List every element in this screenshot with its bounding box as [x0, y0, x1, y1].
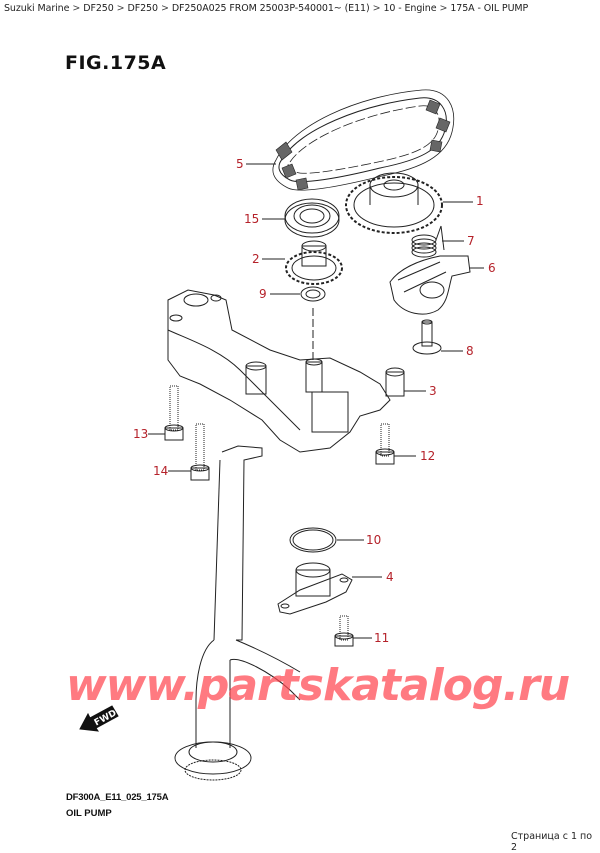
- callout-4[interactable]: 4: [386, 570, 394, 584]
- callout-2[interactable]: 2: [252, 252, 260, 266]
- breadcrumb-item-oil-pump: 175A - OIL PUMP: [450, 3, 529, 14]
- breadcrumb-separator: >: [372, 3, 381, 14]
- pump-body-drawing: [167, 289, 405, 453]
- figure-code: DF300A_E11_025_175A: [66, 792, 169, 803]
- strainer-pipe-drawing: [174, 445, 301, 781]
- watermark: www.partskatalog.ru: [66, 660, 570, 711]
- callout-5[interactable]: 5: [236, 157, 244, 171]
- callout-1[interactable]: 1: [476, 194, 484, 208]
- callout-3[interactable]: 3: [429, 384, 437, 398]
- breadcrumb-item-df250[interactable]: DF250: [83, 3, 114, 14]
- bearing-drawing: [284, 198, 340, 238]
- breadcrumb-separator: >: [439, 3, 448, 14]
- callout-6[interactable]: 6: [488, 261, 496, 275]
- breadcrumb-item-engine[interactable]: 10 - Engine: [383, 3, 437, 14]
- breadcrumb: Suzuki Marine>DF250>DF250>DF250A025 FROM…: [4, 3, 528, 14]
- callout-13[interactable]: 13: [133, 427, 149, 441]
- breadcrumb-separator: >: [72, 3, 81, 14]
- callout-14[interactable]: 14: [153, 464, 169, 478]
- callout-11[interactable]: 11: [374, 631, 390, 645]
- callout-9[interactable]: 9: [259, 287, 267, 301]
- bolt-14-drawing: [190, 423, 210, 481]
- spring-drawing: [411, 225, 445, 258]
- breadcrumb-separator: >: [160, 3, 169, 14]
- breadcrumb-item-suzuki-marine[interactable]: Suzuki Marine: [4, 3, 70, 14]
- sprocket-drawing: [345, 172, 443, 234]
- drive-gear-drawing: [285, 240, 343, 285]
- bolt-12-drawing: [375, 423, 395, 465]
- fwd-arrow-icon: FWD: [78, 702, 120, 736]
- callout-8[interactable]: 8: [466, 344, 474, 358]
- callout-10[interactable]: 10: [366, 533, 382, 547]
- bolt-11-drawing: [334, 615, 354, 647]
- callout-7[interactable]: 7: [467, 234, 475, 248]
- breadcrumb-item-serial-range[interactable]: DF250A025 FROM 25003P-540001~ (E11): [171, 3, 370, 14]
- bolt-8-drawing: [412, 319, 442, 355]
- flange-drawing: [277, 562, 353, 615]
- breadcrumb-item-df250-model[interactable]: DF250: [127, 3, 159, 14]
- page-indicator: Страница с 1 по 2: [511, 831, 593, 853]
- chain-drawing: [272, 89, 455, 191]
- bolt-13-drawing: [164, 385, 184, 441]
- figure-title: FIG.175A: [65, 52, 167, 74]
- tensioner-drawing: [389, 255, 471, 315]
- o-ring-drawing: [289, 527, 337, 553]
- figure-name: OIL PUMP: [66, 808, 112, 819]
- callout-12[interactable]: 12: [420, 449, 436, 463]
- washer-drawing: [300, 286, 326, 302]
- breadcrumb-separator: >: [116, 3, 125, 14]
- callout-15[interactable]: 15: [244, 212, 260, 226]
